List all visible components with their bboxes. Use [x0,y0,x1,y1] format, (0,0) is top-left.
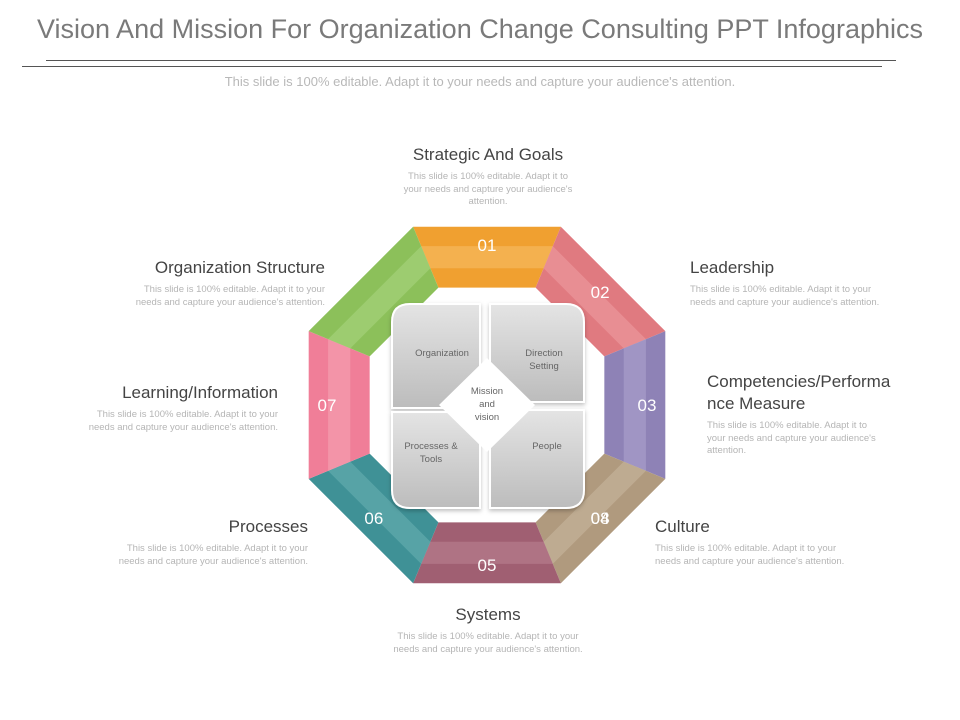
segment-number: 05 [478,556,497,575]
label-heading: Strategic And Goals [412,145,564,164]
title-rule-top [46,60,896,61]
segment-05: 05 [413,522,561,584]
segment-highlight [543,246,646,349]
segment-02: 02 [535,226,666,357]
segment-08: 08 [308,226,610,528]
segment-highlight [421,541,553,564]
segment-band [308,226,439,357]
label-competencies: Competencies/Performance Measure This sl… [707,371,892,458]
segment-highlight [421,246,553,269]
tile-top-right [489,303,585,403]
segment-07: 07 [308,331,370,479]
label-strategic-and-goals: Strategic And Goals This slide is 100% e… [388,144,588,209]
segment-01: 01 [413,226,561,288]
label-heading: Learning/Information [122,383,278,402]
tile-bottom-left [391,411,481,509]
label-processes: Processes This slide is 100% editable. A… [108,516,308,568]
label-culture: Culture This slide is 100% editable. Ada… [655,516,855,568]
inner-label-people: People [532,441,562,452]
segment-number: 02 [591,283,610,302]
segment-04: 04 [535,453,666,584]
segment-highlight [328,461,431,564]
segment-number: 08 [591,509,610,528]
segment-band [535,453,666,584]
inner-label-processes-tools: Processes &Tools [404,441,458,465]
label-description: This slide is 100% editable. Adapt it to… [88,409,278,433]
label-heading: Systems [455,605,521,624]
label-description: This slide is 100% editable. Adapt it to… [707,420,876,456]
title-rule-bottom [22,66,882,67]
label-systems: Systems This slide is 100% editable. Ada… [388,604,588,656]
segment-number: 03 [638,396,657,415]
label-heading: Competencies/Performance Measure [707,372,891,413]
label-organization-structure: Organization Structure This slide is 100… [125,257,325,309]
segment-band [308,453,439,584]
label-heading: Processes [228,517,308,536]
center-diamond [439,358,535,452]
label-learning-information: Learning/Information This slide is 100% … [78,382,278,434]
segment-highlight [543,461,646,564]
segment-number: 06 [364,509,383,528]
inner-quadrants [391,303,585,509]
label-description: This slide is 100% editable. Adapt it to… [690,284,880,308]
segment-highlight [328,246,431,349]
label-heading: Organization Structure [154,258,325,277]
segment-highlight [623,339,646,471]
label-description: This slide is 100% editable. Adapt it to… [118,543,308,567]
label-leadership: Leadership This slide is 100% editable. … [690,257,890,309]
segment-number: 01 [478,236,497,255]
label-description: This slide is 100% editable. Adapt it to… [655,543,845,567]
label-heading: Leadership [690,258,775,277]
label-description: This slide is 100% editable. Adapt it to… [393,631,583,655]
tile-bottom-right [489,409,585,509]
segment-06: 06 [308,453,439,584]
segment-band [535,226,666,357]
label-description: This slide is 100% editable. Adapt it to… [135,284,325,308]
page-title: Vision And Mission For Organization Chan… [37,14,923,44]
label-description: This slide is 100% editable. Adapt it to… [403,171,573,207]
segment-03: 03 [604,331,666,479]
segment-number: 04 [591,509,610,528]
inner-label-organization: Organization [415,348,469,359]
page-subtitle: This slide is 100% editable. Adapt it to… [224,74,736,89]
label-heading: Culture [655,517,710,536]
segment-highlight [328,339,351,471]
segment-number: 07 [318,396,337,415]
